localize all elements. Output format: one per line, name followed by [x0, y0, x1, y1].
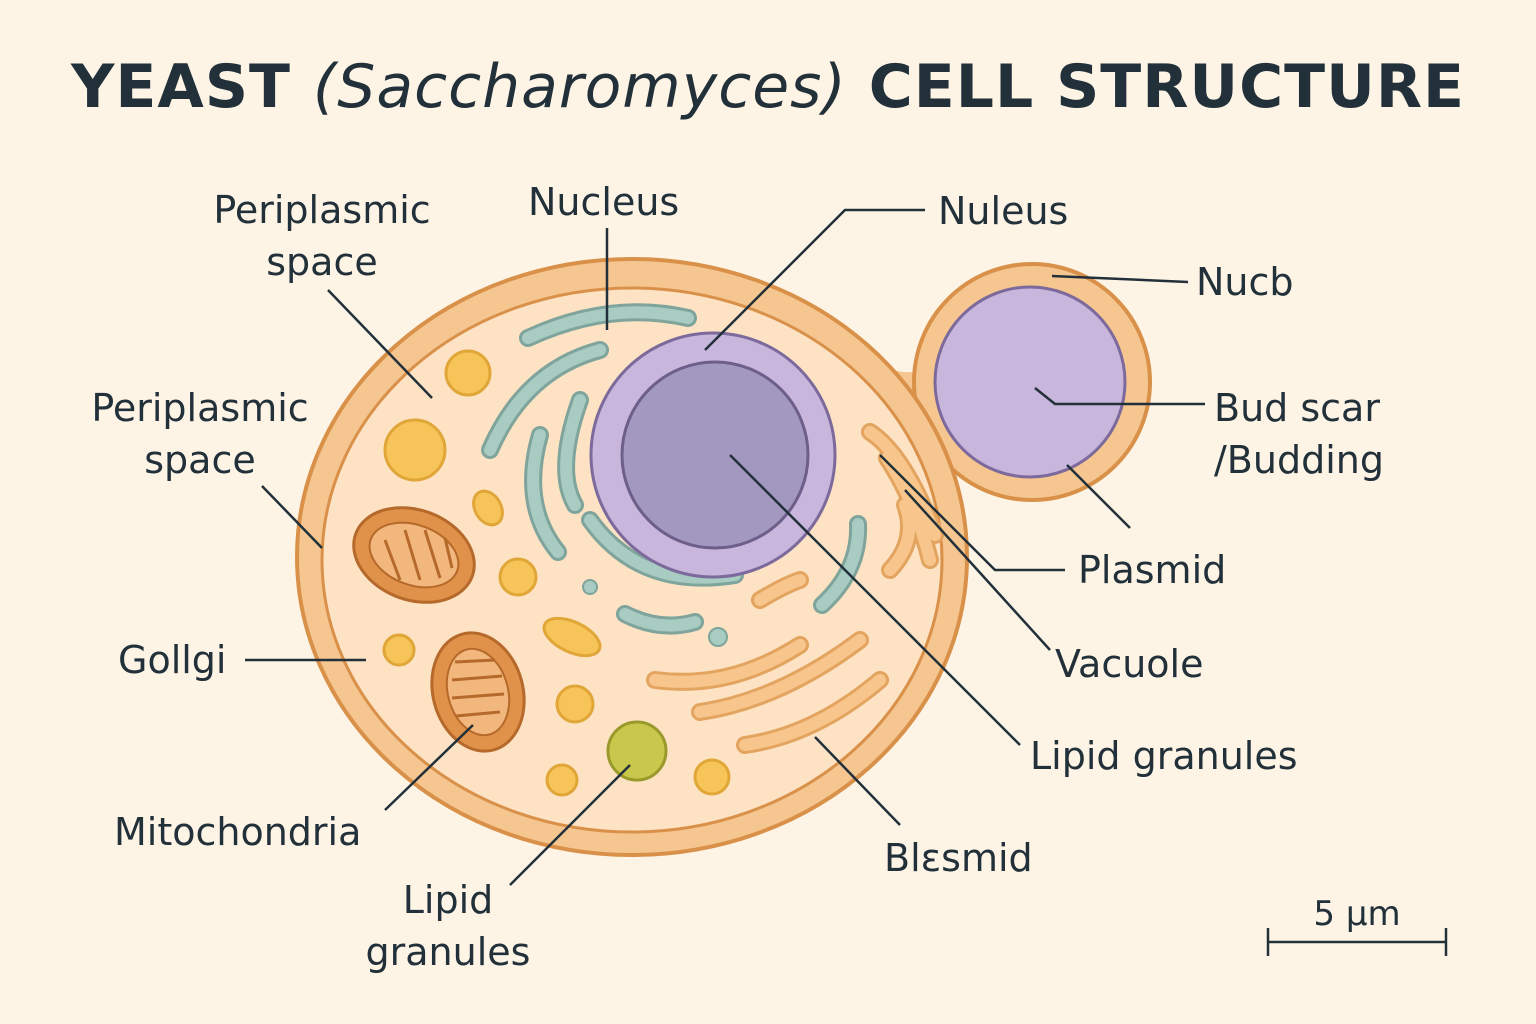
leader-bud-to-plasmid: [1066, 464, 1131, 529]
label-lipid-granules-right: Lipid granules: [1030, 734, 1298, 778]
nucleoplasm: [620, 360, 810, 550]
label-mitochondria: Mitochondria: [114, 810, 362, 854]
vesicle: [708, 627, 728, 647]
label-bud-scar: Bud scar /Budding: [1214, 386, 1384, 482]
leader-bud-scar: [1034, 387, 1205, 406]
leader-mitochondria: [384, 724, 474, 811]
leader-plasmid: [879, 454, 1065, 572]
label-nuleus: Nuleus: [938, 189, 1069, 233]
lipid-granule: [472, 489, 504, 527]
label-plasmid: Plasmid: [1078, 548, 1227, 592]
leader-periplasmic-top: [327, 289, 433, 399]
lipid-granule: [498, 557, 538, 597]
nucleus: [589, 331, 837, 579]
lipid-granules: [382, 349, 731, 797]
scale-bar: [1266, 928, 1448, 956]
lipid-granule: [545, 763, 579, 797]
label-periplasmic-space-top: Periplasmic space: [213, 188, 431, 284]
label-nucleus: Nucleus: [528, 180, 680, 224]
label-vacuole: Vacuole: [1055, 642, 1204, 686]
lipid-granule: [555, 684, 595, 724]
label-blasmid: Blɛsmid: [884, 836, 1033, 880]
lipid-granule: [383, 418, 447, 482]
lipid-granule-green: [606, 720, 668, 782]
lipid-granule: [444, 349, 492, 397]
lipid-granule: [542, 616, 602, 658]
mitochondrion-2: [430, 631, 526, 753]
leader-lipid-bottom: [509, 764, 631, 886]
label-golgi: Gollgi: [118, 638, 227, 682]
title-suffix: CELL STRUCTURE: [846, 52, 1466, 122]
title-prefix: YEAST: [70, 52, 313, 122]
scale-bar-label: 5 μm: [1313, 894, 1401, 934]
vesicle: [582, 579, 598, 595]
leader-nucb: [1051, 274, 1189, 284]
title-italic: (Saccharomyces): [312, 52, 847, 122]
leader-lines: [245, 208, 1205, 886]
leader-nuleus: [704, 208, 925, 351]
label-nucb: Nucb: [1196, 260, 1294, 304]
lipid-granule: [382, 633, 416, 667]
endoplasmic-reticulum: [481, 303, 868, 647]
leader-vacuole: [904, 489, 1051, 651]
leader-periplasmic-left: [261, 485, 323, 549]
leader-blasmid: [814, 736, 901, 826]
mitochondrion-1: [352, 506, 476, 604]
leader-lipid-right: [729, 454, 1021, 746]
label-lipid-granules-bottom: Lipid granules: [365, 878, 531, 974]
page-title: YEAST (Saccharomyces) CELL STRUCTURE: [0, 52, 1536, 122]
bud-nucleus: [933, 285, 1127, 479]
lipid-granule: [693, 758, 731, 796]
label-periplasmic-space-left: Periplasmic space: [91, 386, 309, 482]
